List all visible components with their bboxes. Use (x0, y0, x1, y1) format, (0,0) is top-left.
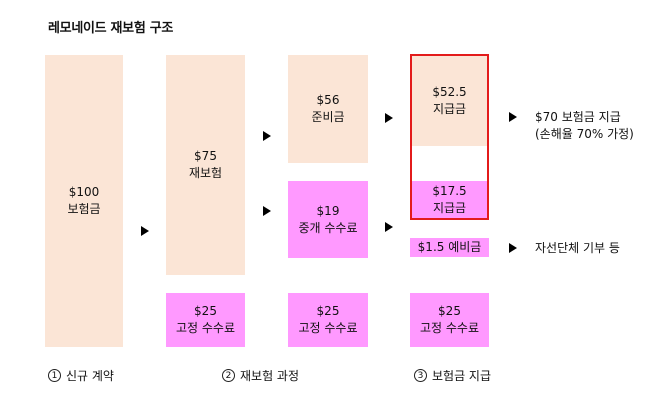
broker-fee-amount: $19 (316, 203, 340, 218)
payout-main-label: 지급금 (432, 101, 467, 116)
payout-note-line2: (손해율 70% 가정) (535, 127, 634, 141)
arrow-col1-to-col2 (141, 226, 149, 236)
arrow-to-charity-note (509, 243, 517, 253)
payout-note-line1: $70 보험금 지급 (535, 110, 621, 124)
fixed-fee-label-col3: 고정 수수료 (298, 321, 358, 335)
step-1-label: 신규 계약 (66, 369, 114, 383)
spare-text: $1.5 예비금 (417, 240, 482, 254)
fixed-fee-box-col2: $25 고정 수수료 (166, 293, 245, 347)
diagram-title: 레모네이드 재보험 구조 (48, 21, 174, 36)
payout-extra-amount: $17.5 (432, 184, 467, 198)
step-3-label: 보험금 지급 (432, 369, 492, 383)
payout-extra-label: 지급금 (432, 201, 467, 215)
arrow-to-payout-extra (385, 222, 393, 232)
reinsurance-label: 재보험 (188, 166, 223, 180)
reserve-amount: $56 (316, 93, 340, 107)
spare-box: $1.5 예비금 (410, 238, 489, 257)
fixed-fee-amount-col4: $25 (438, 304, 461, 318)
fixed-fee-label-col2: 고정 수수료 (175, 321, 235, 335)
arrow-to-reserve (263, 131, 271, 141)
step-1: 1 신규 계약 (48, 367, 114, 384)
payout-extra-box: $17.5 지급금 (410, 181, 489, 219)
step-3-number: 3 (414, 369, 427, 382)
premium-box: $100 보험금 (45, 55, 123, 347)
step-3: 3 보험금 지급 (414, 367, 491, 384)
reserve-label: 준비금 (311, 110, 345, 124)
fixed-fee-amount-col3: $25 (316, 304, 340, 318)
step-2: 2 재보험 과정 (222, 367, 299, 384)
payout-main-amount: $52.5 (432, 84, 467, 99)
arrow-to-broker-fee (263, 206, 271, 216)
fixed-fee-box-col4: $25 고정 수수료 (410, 293, 489, 347)
step-2-label: 재보험 과정 (240, 369, 300, 383)
premium-label: 보험금 (67, 202, 101, 216)
charity-note: 자선단체 기부 등 (535, 241, 620, 255)
step-2-number: 2 (222, 369, 235, 382)
reinsurance-box: $75 재보험 (166, 55, 245, 275)
reinsurance-amount: $75 (194, 149, 217, 163)
payout-highlight-frame (410, 54, 489, 220)
arrow-to-payout-main (385, 113, 393, 123)
broker-fee-box: $19 중개 수수료 (288, 181, 368, 258)
step-1-number: 1 (48, 369, 61, 382)
fixed-fee-label-col4: 고정 수수료 (419, 321, 479, 335)
payout-main-box: $52.5 지급금 (410, 55, 489, 146)
reserve-box: $56 준비금 (288, 55, 368, 163)
broker-fee-label: 중개 수수료 (298, 220, 358, 235)
arrow-to-payout-note (509, 112, 517, 122)
fixed-fee-amount-col2: $25 (194, 304, 217, 318)
premium-amount: $100 (68, 185, 100, 199)
fixed-fee-box-col3: $25 고정 수수료 (288, 293, 368, 347)
